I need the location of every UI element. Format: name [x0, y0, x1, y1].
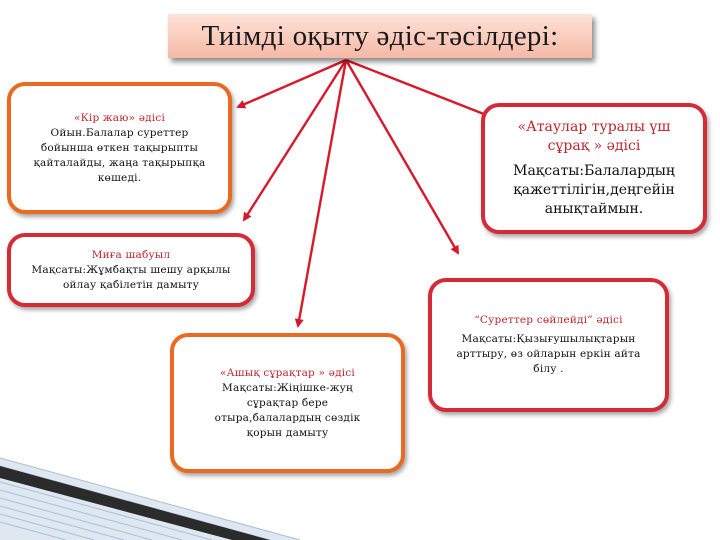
method-heading: “Суреттер сөйлейді” әдісі — [474, 314, 623, 326]
method-heading: «Ашық сұрақтар » әдісі — [220, 366, 355, 379]
method-box-miga-shabuyl: Миға шабуыл Мақсаты:Жұмбақты шешу арқылы… — [7, 233, 255, 307]
method-box-ashyk-suraktar: «Ашық сұрақтар » әдісі Мақсаты:Жіңішке-ж… — [170, 333, 405, 473]
arrow-to-kir-zhau — [236, 58, 347, 109]
method-heading: «Кір жаю» әдісі — [73, 111, 166, 124]
method-heading: Миға шабуыл — [91, 248, 171, 261]
method-text: Мақсаты:Жіңішке-жуң сұрақтар бере отыра,… — [214, 381, 361, 439]
method-text: Мақсаты:Балалардың қажеттілігін,деңгейін… — [513, 163, 675, 217]
method-heading: «Атаулар туралы үш сұрақ » әдісі — [517, 119, 671, 154]
method-box-kir-zhau: «Кір жаю» әдісі Ойын.Балалар суреттер бо… — [7, 82, 232, 214]
arrow-to-suretter-soileidi — [344, 59, 460, 255]
method-text: Мақсаты:Жұмбақты шешу арқылы ойлау қабіл… — [31, 263, 231, 291]
arrow-to-miga-shabuyl — [242, 59, 348, 222]
method-box-ataular: «Атаулар туралы үш сұрақ » әдісі Мақсаты… — [481, 103, 707, 234]
method-box-suretter-soileidi: “Суреттер сөйлейді” әдісі Мақсаты:Қызығу… — [428, 278, 669, 412]
arrow-to-ashyk-suraktar — [294, 59, 348, 328]
method-text: Мақсаты:Қызығушылықтарын арттыру, өз ойл… — [456, 333, 641, 375]
method-text: Ойын.Балалар суреттер бойынша өткен тақы… — [33, 126, 206, 184]
diagram-title: Тиімді оқыту әдіс-тәсілдері: — [168, 14, 592, 58]
arrow-to-ataular — [345, 58, 496, 120]
